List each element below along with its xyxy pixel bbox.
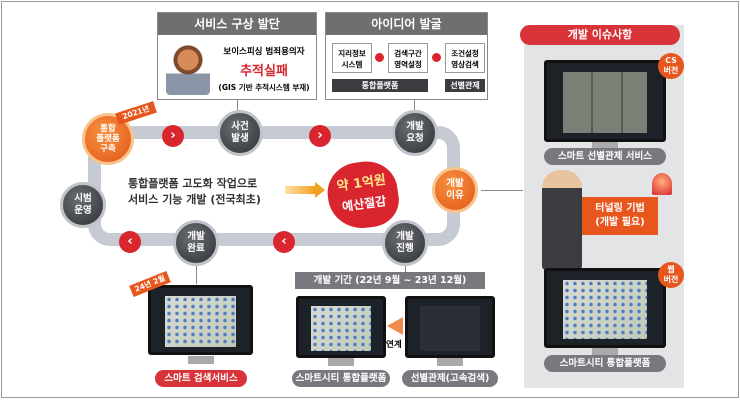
connector-line (481, 190, 523, 191)
hacker-illustration-icon (166, 41, 210, 95)
monitor-city-platform (296, 296, 386, 358)
idea-title: 아이디어 발굴 (326, 13, 487, 35)
origin-title: 서비스 구상 발단 (158, 13, 316, 35)
tunneling-bubble: 터널링 기법 (개발 필요) (582, 197, 658, 235)
monitor-cs-version (544, 60, 666, 142)
node-dev-progress: 개발 진행 (382, 220, 428, 266)
center-line1: 통합플랫폼 고도화 작업으로 (128, 177, 258, 190)
dev-period-bar: 개발 기간 (22년 9월 ~ 23년 12월) (295, 272, 485, 289)
center-line2: 서비스 기능 개발 (전국최초) (128, 193, 261, 206)
monitor-stand (592, 348, 618, 356)
plus-icon (375, 53, 384, 62)
origin-line2: 추적실패 (240, 64, 288, 79)
link-arrow-icon (387, 317, 403, 335)
monitor-selective-control (405, 296, 495, 358)
node-dev-request: 개발 요청 (392, 110, 438, 156)
monitor-stand (188, 356, 214, 364)
node-dev-reason: 개발 이유 (432, 167, 478, 213)
node-pilot: 시범 운영 (60, 182, 106, 228)
label-smart-search: 스마트 검색서비스 (155, 370, 247, 387)
label-selective-control: 선별관제(고속검색) (402, 370, 498, 387)
origin-line3: (GIS 기반 추적시스템 부재) (218, 83, 310, 92)
alarm-light-icon (652, 173, 672, 195)
chevron-left-icon: ‹ (273, 231, 295, 253)
node-dev-complete: 개발 완료 (173, 220, 219, 266)
worried-man-illustration (542, 170, 582, 270)
monitor-stand (592, 142, 618, 150)
monitor-stand (437, 358, 463, 366)
origin-box: 서비스 구상 발단 보이스피싱 범죄용의자 추적실패 (GIS 기반 추적시스템… (157, 12, 317, 100)
idea-group-platform: 통합플랫폼 (332, 79, 428, 92)
monitor-web-version (544, 268, 666, 348)
origin-line1: 보이스피싱 범죄용의자 (223, 47, 305, 57)
tunneling-text: 터널링 기법 (595, 203, 645, 214)
connector-line (405, 266, 406, 272)
idea-item: 조건설정 영상검색 (445, 43, 485, 73)
link-label: 연계 (386, 340, 402, 350)
issues-title: 개발 이슈사항 (520, 25, 680, 45)
idea-item: 지리정보 시스템 (332, 43, 372, 73)
node-platform-build: 통합 플랫폼 구축 (82, 113, 134, 165)
tunneling-note: (개발 필요) (595, 217, 645, 228)
monitor-stand (328, 358, 354, 366)
issues-panel: 개발 이슈사항 CS 버전 스마트 선별관제 서비스 터널링 기법 (개발 필요… (520, 25, 684, 388)
chevron-left-icon: ‹ (119, 231, 141, 253)
chevron-right-icon: › (162, 125, 184, 147)
node-incident: 사건 발생 (217, 110, 263, 156)
cs-version-tag: CS 버전 (658, 53, 684, 79)
web-version-tag: 웹 버전 (658, 262, 684, 288)
connector-line (196, 266, 197, 284)
monitor-smart-search (148, 285, 253, 355)
idea-item: 검색구간 영역설정 (388, 43, 428, 73)
label-city-platform: 스마트시티 통합플랫폼 (292, 370, 390, 387)
arrow-icon (285, 186, 315, 194)
idea-group-selective: 선별관제 (445, 79, 485, 92)
plus-icon (432, 53, 441, 62)
idea-box: 아이디어 발굴 지리정보 시스템 검색구간 영역설정 조건설정 영상검색 통합플… (325, 12, 488, 100)
arrow-head-icon (315, 182, 325, 198)
chevron-right-icon: › (309, 125, 331, 147)
label-city-platform-web: 스마트시티 통합플랫폼 (544, 355, 666, 372)
label-selective-service: 스마트 선별관제 서비스 (544, 148, 666, 165)
